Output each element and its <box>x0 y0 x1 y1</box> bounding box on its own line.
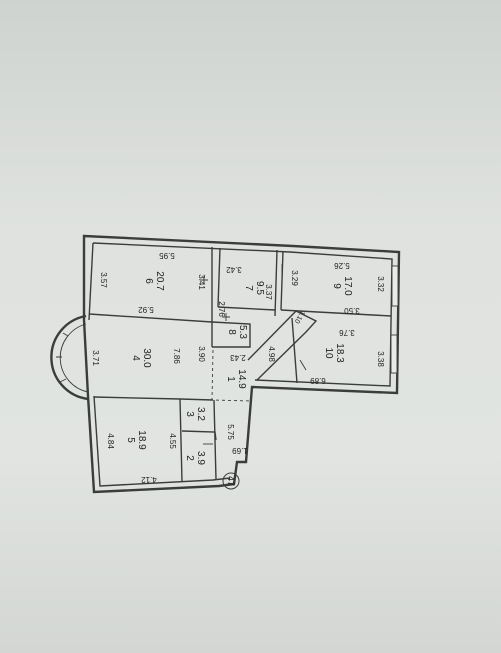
room-4-num: 4 <box>130 355 141 361</box>
unit-marker-circle <box>222 472 240 490</box>
dim-2-76: 2.76 <box>217 301 226 317</box>
dim-3-41: 3.41 <box>197 274 206 290</box>
room-1-area: 14.9 <box>236 369 247 389</box>
room-10-num: 10 <box>323 347 334 359</box>
room-8-num: 8 <box>226 329 237 335</box>
dim-4-55: 4.55 <box>168 433 177 449</box>
dim-3-42: 3.42 <box>226 265 242 274</box>
room-3-num: 3 <box>184 411 195 417</box>
dim-3-57: 3.57 <box>99 272 108 288</box>
interior-walls <box>88 247 392 483</box>
dim-5-95: 5.95 <box>159 251 175 260</box>
room-3-area: 3.2 <box>195 407 206 421</box>
dim-5-26: 5.26 <box>334 261 350 270</box>
room-2-area: 3.9 <box>195 451 206 465</box>
room-6-area: 20.7 <box>154 271 165 291</box>
dim-3-38: 3.38 <box>376 351 385 367</box>
dim-3-50: 3.50 <box>344 306 360 315</box>
dim-3-90: 3.90 <box>197 346 206 362</box>
room-10-area: 18.3 <box>334 343 345 363</box>
dim-3-71: 3.71 <box>91 350 100 366</box>
room-5-num: 5 <box>125 437 136 443</box>
room-7-num: 7 <box>243 285 254 291</box>
dim-3-32: 3.32 <box>376 276 385 292</box>
dim-4-98: 4.98 <box>267 346 276 362</box>
dim-2-43: 2.43 <box>230 353 246 362</box>
dim-4-12: 4.12 <box>141 475 157 484</box>
room-7-area: 9.5 <box>254 281 265 295</box>
room-6-num: 6 <box>143 278 154 284</box>
outer-walls <box>82 234 401 494</box>
dim-5-75: 5.75 <box>226 424 235 440</box>
room-2-num: 2 <box>184 455 195 461</box>
room-8-area: 5.3 <box>237 325 248 339</box>
room-9-area: 17.0 <box>342 276 353 296</box>
room-4-area: 30.0 <box>141 348 152 368</box>
dim-6-89: 6.89 <box>310 376 326 385</box>
labels: 6 20.7 7 9.5 9 17.0 8 5.3 4 30.0 10 18.3… <box>91 251 385 486</box>
right-windows <box>390 265 399 374</box>
bay-window <box>50 314 89 401</box>
unit-number: 47 <box>226 476 236 486</box>
room-5-area: 18.9 <box>136 430 147 450</box>
door-marks <box>200 264 307 445</box>
room-1-num: 1 <box>225 376 236 382</box>
dim-4-84: 4.84 <box>106 433 115 449</box>
room-9-num: 9 <box>331 283 342 289</box>
dim-3-37: 3.37 <box>264 284 273 300</box>
dim-3-29: 3.29 <box>290 270 299 286</box>
dim-7-86: 7.86 <box>172 348 181 364</box>
dim-1-69: 1.69 <box>232 446 248 455</box>
dim-5-92: 5.92 <box>138 305 154 314</box>
dim-3-76: 3.76 <box>339 328 355 337</box>
